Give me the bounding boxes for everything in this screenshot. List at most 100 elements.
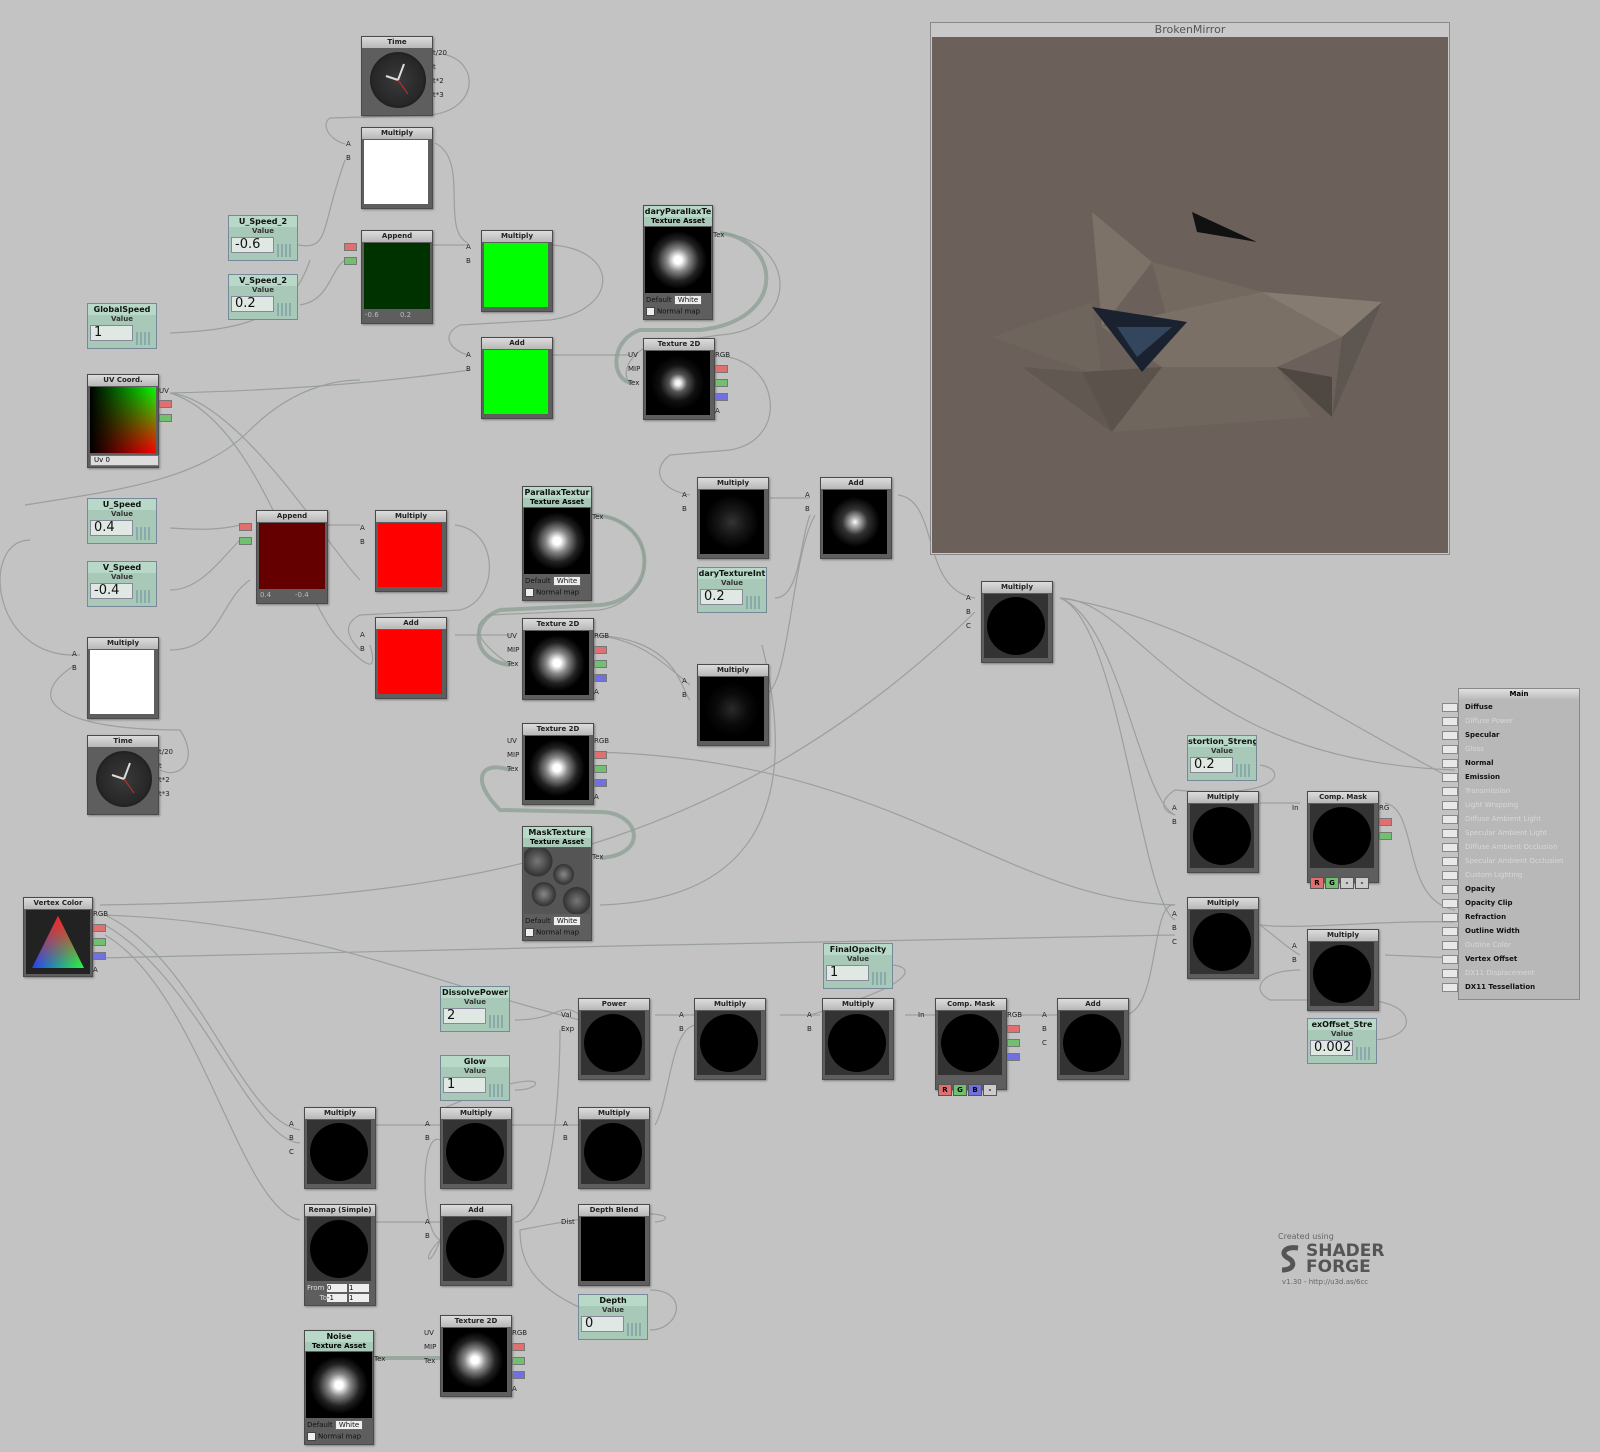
property-depth[interactable]: Depth Value 0 (578, 1294, 648, 1340)
main-input-row[interactable]: Specular Ambient Occlusion (1442, 855, 1563, 867)
port-a[interactable]: A (512, 1385, 517, 1393)
port-rgb[interactable]: RGB (715, 351, 731, 359)
default-dropdown[interactable]: White (334, 1420, 364, 1430)
port-a[interactable]: A (466, 243, 471, 251)
port-b[interactable]: B (682, 691, 687, 699)
main-input-row[interactable]: Normal (1442, 757, 1494, 769)
value-field[interactable]: 0.4 (90, 520, 133, 536)
port-b[interactable]: B (466, 257, 471, 265)
port-g[interactable] (93, 938, 106, 946)
main-input-pin[interactable] (1442, 941, 1458, 950)
port-g[interactable] (239, 537, 252, 545)
drag-handle[interactable] (136, 527, 152, 540)
multiply-node-white-top[interactable]: Multiply (361, 127, 433, 209)
port-t3[interactable]: t*3 (159, 790, 170, 798)
shader-preview-window[interactable]: BrokenMirror (930, 22, 1450, 555)
main-input-pin[interactable] (1442, 857, 1458, 866)
main-input-pin[interactable] (1442, 843, 1458, 852)
port-r[interactable] (344, 243, 357, 251)
port-a[interactable]: A (466, 351, 471, 359)
value-field[interactable]: -0.4 (90, 583, 133, 599)
multiply-node-power[interactable]: Multiply (694, 998, 766, 1080)
port-g[interactable] (512, 1357, 525, 1365)
main-input-pin[interactable] (1442, 927, 1458, 936)
value-field[interactable]: 1 (443, 1077, 486, 1093)
port-a[interactable]: A (563, 1120, 568, 1128)
drag-handle[interactable] (627, 1323, 643, 1336)
preview-viewport[interactable] (932, 37, 1448, 553)
main-input-pin[interactable] (1442, 871, 1458, 880)
normal-map-checkbox[interactable] (646, 307, 655, 316)
texture-asset-secondary-parallax[interactable]: daryParallaxTe Texture Asset Default Whi… (643, 205, 713, 320)
power-node[interactable]: Power (578, 998, 650, 1080)
main-input-pin[interactable] (1442, 899, 1458, 908)
drag-handle[interactable] (489, 1084, 505, 1097)
port-mip[interactable]: MIP (507, 646, 520, 654)
add-node-glow[interactable]: Add (820, 477, 892, 559)
value-field[interactable]: 0.2 (1190, 757, 1233, 773)
multiply-node-abc-1[interactable]: Multiply (981, 581, 1053, 663)
main-input-pin[interactable] (1442, 885, 1458, 894)
drag-handle[interactable] (489, 1015, 505, 1028)
port-b-channel[interactable] (512, 1371, 525, 1379)
main-input-row[interactable]: Emission (1442, 771, 1500, 783)
port-g[interactable] (715, 379, 728, 387)
port-rgb[interactable]: RGB (93, 910, 109, 918)
port-t3[interactable]: t*3 (433, 91, 444, 99)
texture2d-node-bottom[interactable]: Texture 2D (440, 1315, 512, 1397)
port-b[interactable]: B (563, 1134, 568, 1142)
port-exp[interactable]: Exp (561, 1025, 575, 1033)
multiply-node-depth[interactable]: Multiply (578, 1107, 650, 1189)
value-field[interactable]: 0.2 (700, 589, 743, 605)
port-a[interactable]: A (966, 594, 971, 602)
port-v[interactable] (159, 414, 172, 422)
port-uv[interactable]: UV (424, 1329, 434, 1337)
texture2d-node-lower[interactable]: Texture 2D (522, 723, 594, 805)
main-input-row[interactable]: Diffuse Power (1442, 715, 1513, 727)
channel-a-button[interactable]: - (1355, 877, 1369, 889)
port-a[interactable]: A (289, 1120, 294, 1128)
main-input-pin[interactable] (1442, 801, 1458, 810)
channel-r-button[interactable]: R (938, 1084, 952, 1096)
main-input-row[interactable]: Transmission (1442, 785, 1510, 797)
port-a[interactable]: A (346, 140, 351, 148)
time-node-top[interactable]: Time (361, 36, 433, 116)
port-a[interactable]: A (425, 1218, 430, 1226)
normal-map-checkbox[interactable] (525, 588, 534, 597)
main-input-row[interactable]: Refraction (1442, 911, 1506, 923)
multiply-node-red[interactable]: Multiply (375, 510, 447, 592)
port-r[interactable] (239, 523, 252, 531)
remap-to-max[interactable]: 1 (349, 1294, 369, 1302)
default-dropdown[interactable]: White (673, 295, 703, 305)
port-b-channel[interactable] (715, 393, 728, 401)
remap-from-min[interactable]: 0 (327, 1284, 347, 1292)
main-input-pin[interactable] (1442, 731, 1458, 740)
channel-g-button[interactable]: G (953, 1084, 967, 1096)
multiply-node-final[interactable]: Multiply (822, 998, 894, 1080)
port-rgb[interactable]: RGB (512, 1329, 528, 1337)
property-distortion-strength[interactable]: stortion_Streng Value 0.2 (1187, 735, 1257, 781)
port-a[interactable]: A (93, 966, 98, 974)
main-input-row[interactable]: Vertex Offset (1442, 953, 1517, 965)
port-b[interactable]: B (1172, 818, 1177, 826)
value-field[interactable]: 2 (443, 1008, 486, 1024)
port-val[interactable]: Val (561, 1011, 572, 1019)
texture-asset-noise[interactable]: Noise Texture Asset Default White Normal… (304, 1330, 374, 1445)
port-tex[interactable]: Tex (592, 513, 604, 521)
port-b-channel[interactable] (93, 952, 106, 960)
port-b[interactable]: B (360, 645, 365, 653)
port-dist[interactable]: Dist (561, 1218, 575, 1226)
port-u[interactable] (159, 400, 172, 408)
channel-b-button[interactable]: - (1340, 877, 1354, 889)
normal-map-checkbox[interactable] (525, 928, 534, 937)
time-node-bottom[interactable]: Time (87, 735, 159, 815)
port-b-channel[interactable] (594, 779, 607, 787)
port-t[interactable]: t (159, 762, 162, 770)
multiply-node-vertex-offset[interactable]: Multiply (1307, 929, 1379, 1011)
remap-to-min[interactable]: -1 (327, 1294, 347, 1302)
port-t[interactable]: t (433, 63, 436, 71)
port-t20[interactable]: t/20 (433, 49, 448, 57)
port-uv[interactable]: UV (628, 351, 638, 359)
port-a[interactable]: A (594, 688, 599, 696)
